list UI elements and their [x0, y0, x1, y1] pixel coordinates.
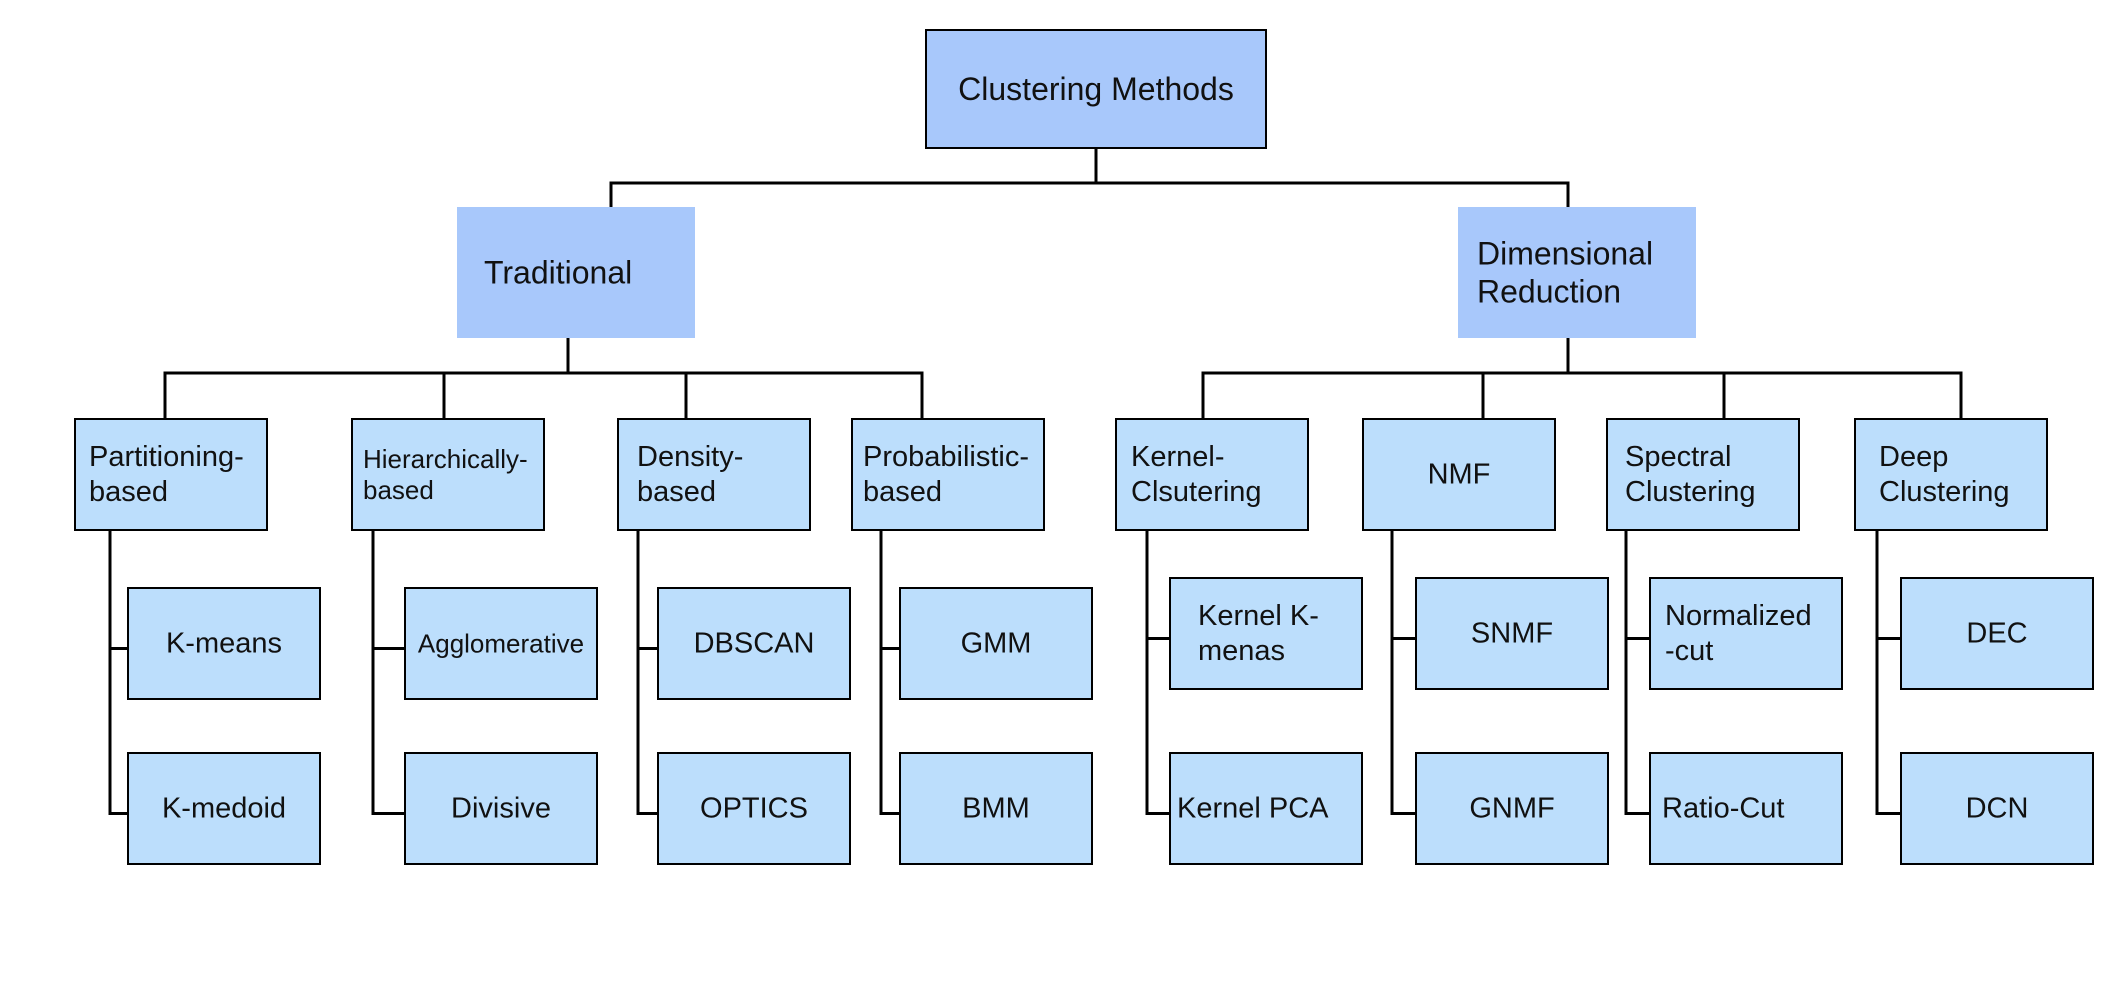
method-node-nmf: NMF: [1362, 418, 1556, 531]
leaf-node-bmm-label: BMM: [962, 793, 1030, 825]
category-node-traditional: Traditional: [457, 207, 695, 338]
method-node-partitioning-based-label: Partitioning-based: [89, 441, 244, 508]
leaf-node-gnmf-box: [1415, 752, 1609, 865]
leaf-node-bmm: BMM: [899, 752, 1093, 865]
method-node-partitioning-based-box: [74, 418, 268, 531]
leaf-node-gmm: GMM: [899, 587, 1093, 700]
leaf-node-k-means-box: [127, 587, 321, 700]
leaf-node-agglomerative-label: Agglomerative: [418, 629, 584, 659]
leaf-node-gmm-label: GMM: [961, 628, 1032, 660]
leaf-node-divisive-box: [404, 752, 598, 865]
leaf-node-k-means-label: K-means: [166, 628, 282, 660]
method-node-hierarchically-based-box: [351, 418, 545, 531]
connector-lines: [108, 146, 1963, 815]
category-node-dimensional-reduction-box: [1458, 207, 1696, 338]
leaf-node-ratio-cut: Ratio-Cut: [1649, 752, 1843, 865]
method-node-spectral-clustering-box: [1606, 418, 1800, 531]
leaf-node-normalized-cut: Normalized-cut: [1649, 577, 1843, 690]
method-node-hierarchically-based: Hierarchically-based: [351, 418, 545, 531]
method-node-kernel-clsutering: Kernel-Clsutering: [1115, 418, 1309, 531]
root-node-label: Clustering Methods: [958, 71, 1234, 107]
method-node-nmf-label: NMF: [1428, 459, 1491, 491]
leaf-node-optics-box: [657, 752, 851, 865]
leaf-node-kernel-k-menas-label: Kernel K-menas: [1198, 600, 1319, 667]
leaf-node-ratio-cut-box: [1649, 752, 1843, 865]
method-node-density-based-label: Density-based: [637, 441, 743, 508]
leaf-node-snmf-box: [1415, 577, 1609, 690]
method-node-hierarchically-based-label: Hierarchically-based: [363, 444, 528, 505]
leaf-node-dbscan: DBSCAN: [657, 587, 851, 700]
leaf-node-dcn-box: [1900, 752, 2094, 865]
method-node-probabilistic-based: Probabilistic-based: [851, 418, 1045, 531]
leaf-node-kernel-k-menas: Kernel K-menas: [1169, 577, 1363, 690]
method-node-probabilistic-based-box: [851, 418, 1045, 531]
leaf-node-kernel-pca-box: [1169, 752, 1363, 865]
leaf-node-agglomerative-box: [404, 587, 598, 700]
leaf-node-divisive: Divisive: [404, 752, 598, 865]
leaf-node-gnmf: GNMF: [1415, 752, 1609, 865]
method-node-deep-clustering-box: [1854, 418, 2048, 531]
method-node-partitioning-based: Partitioning-based: [74, 418, 268, 531]
leaf-node-dcn: DCN: [1900, 752, 2094, 865]
leaf-node-kernel-pca-label: Kernel PCA: [1177, 793, 1329, 825]
leaf-node-gmm-box: [899, 587, 1093, 700]
leaf-node-dbscan-box: [657, 587, 851, 700]
method-node-density-based: Density-based: [617, 418, 811, 531]
leaf-node-snmf-label: SNMF: [1471, 618, 1553, 650]
leaf-node-k-medoid-box: [127, 752, 321, 865]
method-node-density-based-box: [617, 418, 811, 531]
method-node-kernel-clsutering-label: Kernel-Clsutering: [1131, 441, 1262, 508]
leaf-node-dbscan-label: DBSCAN: [694, 628, 815, 660]
leaf-node-k-medoid-label: K-medoid: [162, 793, 286, 825]
method-node-nmf-box: [1362, 418, 1556, 531]
leaf-node-divisive-label: Divisive: [451, 793, 551, 825]
category-node-traditional-label: Traditional: [484, 255, 632, 291]
leaf-node-optics: OPTICS: [657, 752, 851, 865]
leaf-node-snmf: SNMF: [1415, 577, 1609, 690]
root-node-box: [925, 29, 1267, 149]
leaf-node-kernel-k-menas-box: [1169, 577, 1363, 690]
leaf-node-dcn-label: DCN: [1966, 793, 2029, 825]
leaf-node-dec-box: [1900, 577, 2094, 690]
method-node-probabilistic-based-label: Probabilistic-based: [863, 441, 1029, 508]
leaf-node-dec: DEC: [1900, 577, 2094, 690]
method-node-kernel-clsutering-box: [1115, 418, 1309, 531]
leaf-node-bmm-box: [899, 752, 1093, 865]
category-node-traditional-box: [457, 207, 695, 338]
leaf-node-normalized-cut-label: Normalized-cut: [1665, 600, 1812, 667]
leaf-node-k-medoid: K-medoid: [127, 752, 321, 865]
leaf-node-ratio-cut-label: Ratio-Cut: [1662, 793, 1785, 825]
leaf-node-agglomerative: Agglomerative: [404, 587, 598, 700]
leaf-node-kernel-pca: Kernel PCA: [1169, 752, 1363, 865]
leaf-node-normalized-cut-box: [1649, 577, 1843, 690]
leaf-node-k-means: K-means: [127, 587, 321, 700]
leaf-node-gnmf-label: GNMF: [1469, 793, 1554, 825]
leaf-node-optics-label: OPTICS: [700, 793, 808, 825]
leaf-node-dec-label: DEC: [1966, 618, 2027, 650]
root-node: Clustering Methods: [925, 29, 1267, 149]
